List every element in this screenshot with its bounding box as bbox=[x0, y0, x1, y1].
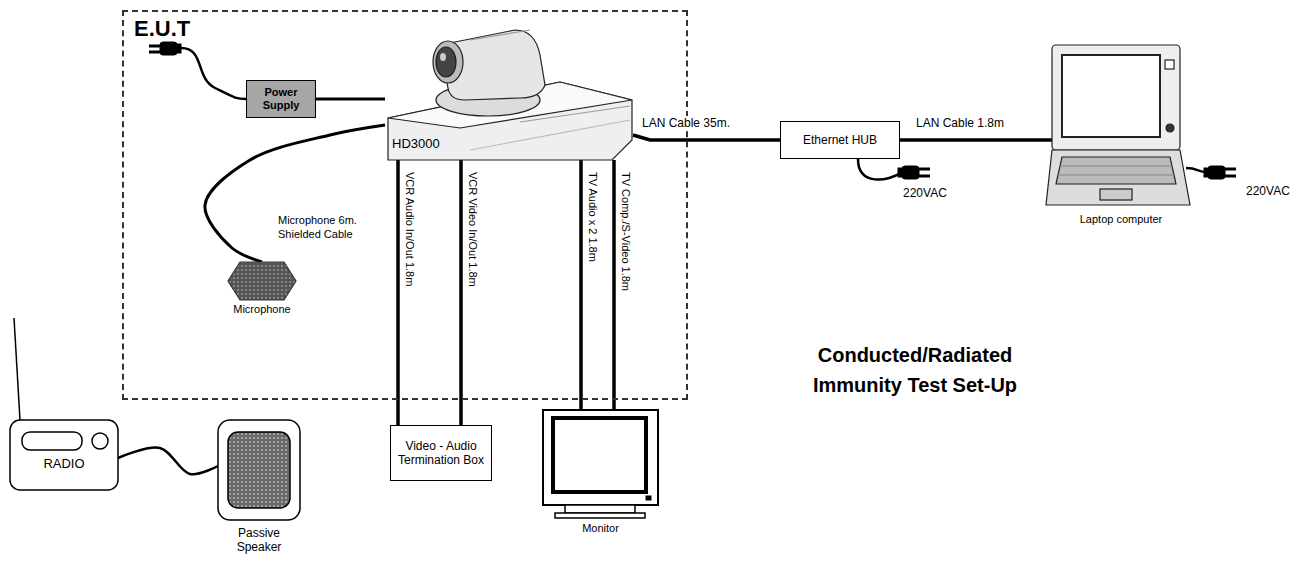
diagram-title: Conducted/Radiated Immunity Test Set-Up bbox=[795, 340, 1035, 400]
monitor: Monitor bbox=[543, 410, 658, 538]
node-label: Monitor bbox=[543, 522, 658, 535]
power-supply-box: Power Supply bbox=[246, 80, 316, 118]
passive-speaker: Passive Speaker bbox=[218, 420, 300, 570]
power-plug bbox=[902, 166, 919, 179]
laptop-illustration bbox=[1166, 124, 1174, 132]
radio-illustration bbox=[10, 318, 118, 490]
node-label: RADIO bbox=[10, 456, 118, 472]
monitor-illustration bbox=[543, 410, 658, 518]
cable-label: LAN Cable 1.8m bbox=[914, 116, 1006, 131]
monitor-illustration bbox=[553, 418, 646, 492]
node-label: Laptop computer bbox=[1052, 213, 1190, 226]
microphone-illustration bbox=[228, 262, 296, 300]
radio-illustration bbox=[10, 420, 118, 490]
node-label: Passive Speaker bbox=[218, 526, 300, 555]
speaker-illustration bbox=[228, 432, 290, 508]
laptop-illustration bbox=[1046, 150, 1190, 205]
speaker-illustration bbox=[218, 420, 300, 520]
termination-box: Video - Audio Termination Box bbox=[390, 425, 492, 481]
hd3000-illustration bbox=[388, 30, 632, 160]
hd3000-unit: HD3000 bbox=[385, 15, 633, 160]
hd3000-illustration bbox=[470, 30, 530, 40]
node-label: Microphone bbox=[222, 303, 302, 316]
laptop-illustration bbox=[1060, 165, 1172, 166]
power-plug bbox=[1186, 166, 1236, 179]
cable-connector bbox=[205, 125, 385, 262]
power-plug bbox=[149, 51, 160, 54]
node-label: Power Supply bbox=[250, 86, 312, 112]
power-plug bbox=[1208, 166, 1225, 179]
cable-connector bbox=[633, 135, 780, 140]
cable-connector bbox=[118, 448, 218, 475]
power-plug bbox=[1186, 168, 1206, 172]
ethernet-hub: Ethernet HUB bbox=[780, 121, 900, 159]
hd3000-illustration bbox=[433, 41, 463, 83]
cable-label: VCR Audio In/Out 1.8m bbox=[402, 170, 416, 288]
radio-illustration bbox=[92, 433, 108, 449]
cable-label: Microphone 6m. Shielded Cable bbox=[276, 214, 372, 242]
laptop-illustration bbox=[1046, 45, 1190, 205]
power-plug bbox=[1225, 168, 1236, 171]
cable-connector bbox=[900, 138, 1052, 142]
node-label: Ethernet HUB bbox=[803, 133, 877, 147]
power-plug bbox=[919, 175, 930, 178]
cable-connector bbox=[396, 160, 400, 425]
speaker-illustration bbox=[218, 420, 300, 520]
cable-connector bbox=[459, 160, 463, 425]
power-plug bbox=[176, 44, 181, 53]
cable-label: TV Comp./S-Video 1.8m bbox=[618, 170, 632, 293]
laptop-illustration bbox=[1056, 157, 1176, 184]
power-plug bbox=[858, 159, 930, 180]
node-label: HD3000 bbox=[392, 136, 633, 152]
cable-label: LAN Cable 35m. bbox=[640, 116, 732, 131]
power-plug bbox=[919, 168, 930, 171]
radio: RADIO bbox=[10, 420, 118, 490]
hd3000-illustration bbox=[470, 120, 630, 150]
power-plug bbox=[858, 159, 902, 180]
laptop-illustration bbox=[1052, 45, 1180, 150]
radio-illustration bbox=[22, 432, 82, 450]
hd3000-illustration bbox=[520, 106, 630, 122]
laptop-illustration bbox=[1165, 60, 1174, 69]
node-label: Video - Audio Termination Box bbox=[394, 439, 488, 468]
monitor-illustration bbox=[543, 410, 658, 505]
hd3000-illustration bbox=[440, 53, 446, 61]
radio-illustration bbox=[14, 318, 20, 420]
cable-connector bbox=[612, 160, 616, 410]
cable-connector bbox=[579, 160, 583, 410]
laptop-illustration bbox=[1062, 55, 1160, 137]
laptop-computer: Laptop computer bbox=[1052, 45, 1190, 230]
microphone: Microphone bbox=[222, 262, 302, 320]
cable-label: VCR Video In/Out 1.8m bbox=[465, 170, 479, 289]
power-plug bbox=[149, 45, 160, 48]
hd3000-illustration bbox=[436, 47, 456, 77]
cable-connector bbox=[316, 98, 385, 101]
voltage-label: 220VAC bbox=[1246, 184, 1290, 198]
monitor-illustration bbox=[555, 513, 645, 518]
node-label: E.U.T bbox=[134, 16, 686, 42]
voltage-label: 220VAC bbox=[903, 186, 947, 200]
power-plug bbox=[160, 42, 177, 55]
monitor-illustration bbox=[565, 505, 635, 513]
power-plug bbox=[149, 42, 246, 99]
microphone-illustration bbox=[228, 262, 296, 300]
power-plug bbox=[1225, 175, 1236, 178]
laptop-illustration bbox=[1100, 189, 1132, 200]
monitor-illustration bbox=[646, 496, 651, 500]
cable-label: TV Audio x 2 1.8m bbox=[585, 170, 599, 264]
power-plug bbox=[181, 48, 246, 99]
laptop-illustration bbox=[1058, 174, 1174, 175]
